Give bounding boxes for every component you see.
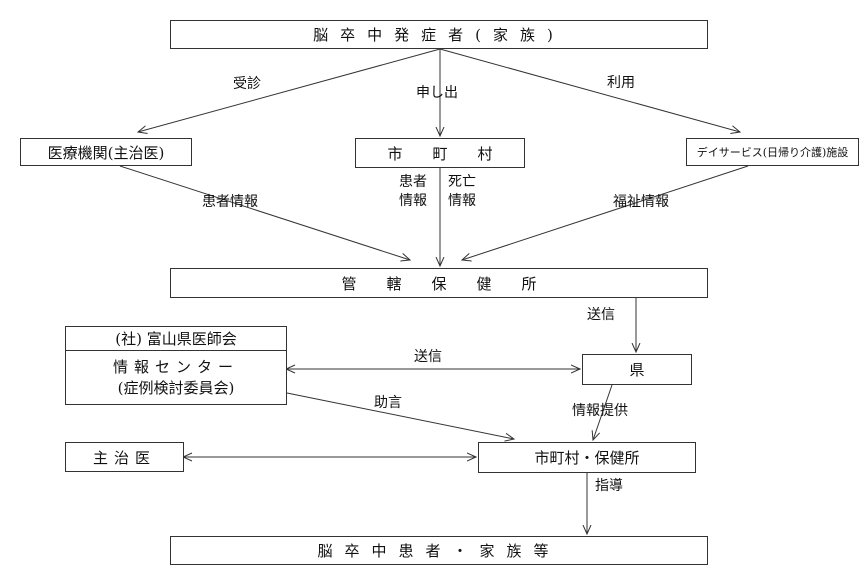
node-info-center: 情報センター (症例検討委員会) xyxy=(65,350,287,405)
label-advice: 助言 xyxy=(374,395,402,411)
edge-medical-to-hc xyxy=(119,165,410,260)
edge-dayservice-to-hc xyxy=(462,165,749,260)
edge-top-to-medical xyxy=(138,48,441,132)
node-health-center: 管轄保健所 xyxy=(170,268,708,298)
node-municipality: 市町村 xyxy=(355,138,525,168)
label-report: 申し出 xyxy=(416,85,458,101)
edge-pref-to-munihc xyxy=(593,384,613,440)
node-stroke-patient-family: 脳卒中患者・家族等 xyxy=(170,536,708,565)
label-consult: 受診 xyxy=(233,76,261,92)
node-medical-institution: 医療機関(主治医) xyxy=(20,138,192,166)
label-death-info-2: 情報 xyxy=(448,193,476,209)
label-patient-info-mid-2: 情報 xyxy=(399,193,427,209)
node-day-service: デイサービス(日帰り介護)施設 xyxy=(686,138,859,166)
label-patient-info-left: 患者情報 xyxy=(202,194,258,210)
label-patient-info-mid-1: 患者 xyxy=(399,174,427,190)
label-info-provide: 情報提供 xyxy=(572,403,628,419)
edge-info-to-munihc xyxy=(286,392,514,439)
label-use: 利用 xyxy=(607,75,635,91)
label-guidance: 指導 xyxy=(595,478,623,494)
label-send-right: 送信 xyxy=(587,307,615,323)
node-medical-association: (社) 富山県医師会 xyxy=(65,326,287,351)
node-attending-doctor: 主治医 xyxy=(65,442,184,472)
label-welfare-info: 福祉情報 xyxy=(613,194,669,210)
node-prefecture: 県 xyxy=(582,354,692,385)
node-patient-onset: 脳卒中発症者(家族) xyxy=(170,20,708,49)
case-committee-label: (症例検討委員会) xyxy=(117,378,235,397)
edge-top-to-dayservice xyxy=(439,48,740,132)
label-send-mid: 送信 xyxy=(414,349,442,365)
info-center-label: 情報センター xyxy=(112,357,239,376)
label-death-info-1: 死亡 xyxy=(448,174,476,190)
node-municipality-health-center: 市町村・保健所 xyxy=(478,442,696,473)
